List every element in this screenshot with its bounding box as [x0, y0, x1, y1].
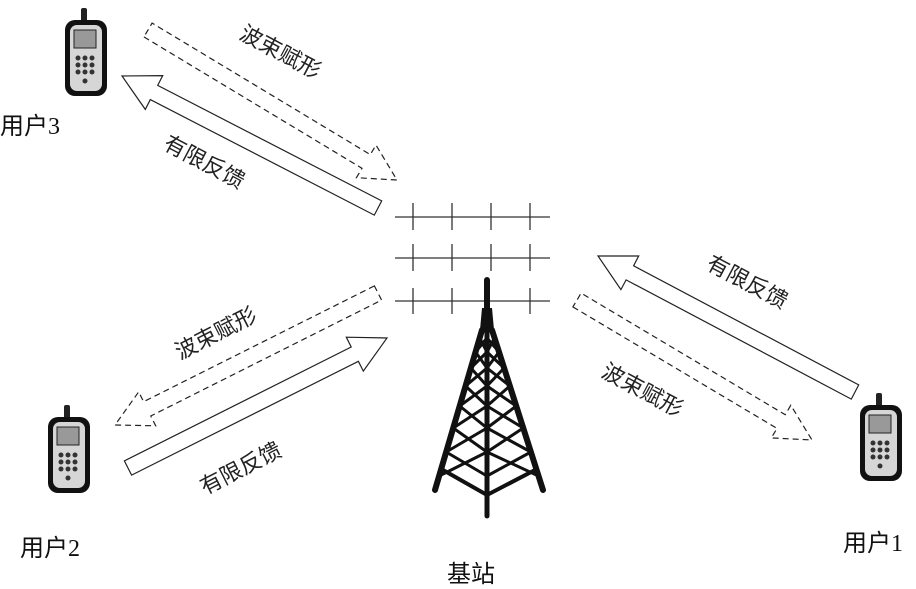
tower-brace — [485, 450, 541, 478]
tower-brace — [444, 450, 489, 478]
tower-brace — [451, 404, 489, 430]
tower-brace — [458, 384, 489, 408]
tower-brace — [485, 450, 533, 478]
phone-icon-user2 — [47, 404, 91, 494]
phone-icon-user3 — [64, 7, 108, 97]
tower-brace — [485, 336, 497, 354]
tower-brace — [464, 366, 489, 388]
tower-brace — [485, 384, 518, 408]
tower-brace — [451, 426, 489, 454]
tower-brace — [485, 366, 512, 388]
tower-brace — [444, 426, 489, 454]
tower-brace — [485, 404, 525, 430]
tower-brace — [485, 426, 525, 454]
tower-brace — [437, 450, 489, 478]
antenna-array-icon — [395, 203, 550, 314]
tower-brace — [485, 426, 533, 454]
user3-label: 用户3 — [0, 113, 60, 140]
beamforming-label-user3: 波束赋形 — [235, 21, 324, 84]
feedback-arrow-user2 — [123, 336, 389, 476]
tower-brace — [469, 366, 489, 388]
tower-brace — [474, 350, 489, 370]
beamforming-arrow-user1 — [572, 292, 814, 441]
tower-brace — [485, 384, 512, 408]
user2-label: 用户2 — [20, 535, 80, 562]
tower-brace — [474, 336, 489, 354]
tower-brace — [485, 336, 501, 354]
tower-brace — [485, 404, 518, 430]
tower-brace — [458, 404, 489, 430]
tower-brace — [485, 350, 506, 370]
beamforming-label-user1: 波束赋形 — [597, 359, 686, 422]
tower-brace — [485, 366, 506, 388]
tower-brace — [464, 384, 489, 408]
antenna-tower-icon — [432, 277, 546, 519]
user1-label: 用户1 — [843, 530, 903, 557]
beamforming-arrow-user2 — [113, 285, 383, 427]
base-station-label: 基站 — [447, 561, 495, 588]
tower-brace — [485, 350, 501, 370]
phone-icon-user1 — [859, 392, 903, 482]
feedback-arrow-user3 — [120, 74, 383, 216]
feedback-arrow-user1 — [596, 255, 860, 400]
tower-brace — [469, 350, 489, 370]
feedback-label-user2: 有限反馈 — [196, 438, 286, 500]
beamforming-arrow-user3 — [143, 22, 399, 181]
feedback-label-user1: 有限反馈 — [702, 251, 791, 314]
tower-brace — [478, 336, 489, 354]
